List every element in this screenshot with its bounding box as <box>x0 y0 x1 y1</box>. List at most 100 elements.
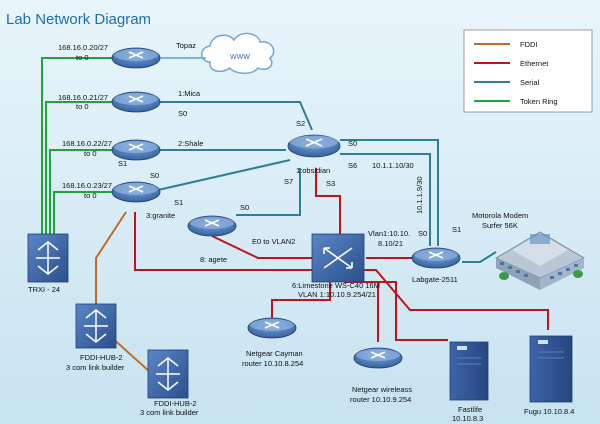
label-s0-obsidian: S0 <box>348 139 357 148</box>
router-obsidian[interactable] <box>287 134 341 158</box>
label-s0-granite: S0 <box>150 171 159 180</box>
label-vlan1-line1: Vlan1:10.10. <box>368 229 410 238</box>
label-mica: 1:Mica <box>178 89 201 98</box>
router-agete[interactable] <box>187 215 237 237</box>
ethernet-link-limestone-fastlife <box>354 281 448 341</box>
label-s0-mica: S0 <box>178 109 187 118</box>
label-wireless-line1: Netgear wireleass <box>352 385 412 394</box>
ethernet-link-agete-limestone <box>211 235 312 259</box>
label-trxi: TRXI - 24 <box>28 285 60 294</box>
router-granite[interactable] <box>111 181 161 203</box>
server-fugu[interactable] <box>529 335 573 403</box>
label-fastlife-line2: 10.10.8.3 <box>452 414 483 423</box>
label-cayman-line1: Netgear Cayman <box>246 349 303 358</box>
router-arrows-icon <box>264 321 280 329</box>
label-cayman-line2: router 10.10.8.254 <box>242 359 303 368</box>
label-modem-line1: Motorola Modem <box>472 211 528 220</box>
router-mica[interactable] <box>111 91 161 113</box>
diagram-title: Lab Network Diagram <box>6 11 151 28</box>
ethernet-link-limestone-fugu <box>362 269 549 330</box>
label-s0-labgate: S0 <box>418 229 427 238</box>
router-arrows-icon <box>305 138 323 147</box>
label-s7-obsidian: S7 <box>284 177 293 186</box>
label-ip-020-line1: 168.16.0.20/27 <box>58 43 108 52</box>
label-fddi-hub2-line1: FDDI-HUB-2 <box>154 399 197 408</box>
legend-label-token_ring: Token Ring <box>520 97 558 106</box>
label-vlan1-line2: 8.10/21 <box>378 239 403 248</box>
serial-link-granite-obsidian <box>157 159 291 191</box>
label-ip-022-line2: to 0 <box>84 149 97 158</box>
label-agete: 8: agete <box>200 255 227 264</box>
label-s1-labgate: S1 <box>452 225 461 234</box>
label-fddi-hub1-line1: FDDI-HUB-2 <box>80 353 123 362</box>
router-shale[interactable] <box>111 139 161 161</box>
label-serial-ip: 10.1.1.10/30 <box>372 161 414 170</box>
label-ip-022-line1: 168.16.0.22/27 <box>62 139 112 148</box>
label-fddi-hub2-line2: 3 com link builder <box>140 408 199 417</box>
router-arrows-icon <box>128 185 144 193</box>
router-arrows-icon <box>204 219 220 227</box>
label-s0-agete: S0 <box>240 203 249 212</box>
label-shale: 2:Shale <box>178 139 203 148</box>
token-ring-link <box>49 149 112 240</box>
fddi-hub-1[interactable] <box>75 303 117 349</box>
router-netgear-wireless[interactable] <box>353 347 403 369</box>
label-ip-021-line1: 168.16.0.21/27 <box>58 93 108 102</box>
hub-arrows-icon <box>156 357 180 391</box>
label-limestone-line2: VLAN 1:10.10.9.254/21 <box>298 290 376 299</box>
label-ip-023-line2: to 0 <box>84 191 97 200</box>
label-s1-shale: S1 <box>118 159 127 168</box>
router-arrows-icon <box>128 51 144 59</box>
fddi-link-granite-hub1 <box>95 211 127 306</box>
token-ring-link <box>53 191 112 240</box>
switch-trxi-24[interactable] <box>27 233 69 283</box>
labels: Topaz 168.16.0.20/27 to 0 1:Mica S0 168.… <box>28 41 574 423</box>
label-serial-ip-vertical: 10.1.1.9/30 <box>415 176 424 214</box>
serial-link-obsidian-labgate-s6 <box>340 153 431 246</box>
label-s1-granite: S1 <box>174 198 183 207</box>
fddi-hub-2[interactable] <box>147 349 189 399</box>
server-fastlife[interactable] <box>449 341 489 401</box>
switch-arrows-icon <box>36 241 60 275</box>
internet-cloud: WWW <box>201 32 275 74</box>
serial-link-obsidian-labgate-s0 <box>340 139 439 246</box>
switch-arrows-icon <box>323 247 353 269</box>
token-ring-link <box>41 57 112 240</box>
label-obsidian: 1:obsidian <box>296 166 330 175</box>
switch-limestone[interactable] <box>311 233 365 283</box>
label-granite: 3:granite <box>146 211 175 220</box>
label-ip-020-line2: to 0 <box>76 53 89 62</box>
router-netgear-cayman[interactable] <box>247 317 297 339</box>
connections <box>41 57 549 373</box>
label-e0-vlan2: E0 to VLAN2 <box>252 237 295 246</box>
router-arrows-icon <box>128 95 144 103</box>
label-s2-obsidian: S2 <box>296 119 305 128</box>
modem-building-icon <box>495 231 585 290</box>
ethernet-link-obsidian-limestone <box>315 168 341 236</box>
label-fastlife-line1: Fastlife <box>458 405 482 414</box>
label-limestone-line1: 6:Limestone WS-C40 16M <box>292 281 380 290</box>
ethernet-link-granite-limestone <box>134 212 312 271</box>
fddi-link-hub1-hub2 <box>109 335 151 373</box>
label-wireless-line2: router 10.10.9.254 <box>350 395 411 404</box>
serial-link-agete-obsidian <box>236 168 301 216</box>
label-fugu: Fugu 10.10.8.4 <box>524 407 574 416</box>
router-arrows-icon <box>128 143 144 151</box>
router-arrows-icon <box>370 351 386 359</box>
legend-label-fddi: FDDI <box>520 40 538 49</box>
cloud-label: WWW <box>230 54 250 61</box>
router-topaz[interactable] <box>111 47 161 69</box>
router-labgate[interactable] <box>411 247 461 269</box>
serial-link-mica-obsidian <box>160 101 313 131</box>
legend-label-serial: Serial <box>520 78 540 87</box>
label-s6-obsidian: S6 <box>348 161 357 170</box>
label-s3-obsidian: S3 <box>326 179 335 188</box>
label-topaz: Topaz <box>176 41 196 50</box>
router-arrows-icon <box>428 251 444 259</box>
token-ring-link <box>45 101 112 240</box>
label-ip-023-line1: 168.16.0.23/27 <box>62 181 112 190</box>
